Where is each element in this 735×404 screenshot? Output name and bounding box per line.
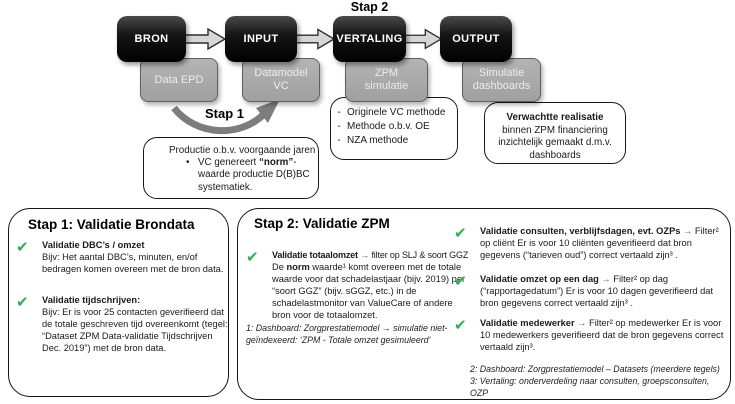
validation-item-omzet-dag: ✔ Validatie omzet op een dag → Filter² o… xyxy=(454,273,726,309)
flow-arrow-icon xyxy=(183,28,227,50)
dot-bullet: • xyxy=(186,157,190,169)
method-item: - Originele VC methode xyxy=(331,106,457,120)
artifact-box-datamodel-vc: Datamodel VC xyxy=(242,58,320,102)
stap1-validation-box: Stap 1: Validatie Brondata ✔ Validatie D… xyxy=(8,208,229,397)
validation-item-body: Validatie consulten, verblijfsdagen, evt… xyxy=(480,225,726,261)
realisation-box: Verwachtte realisatie binnen ZPM financi… xyxy=(484,102,626,164)
footnote-3: 3: Vertaling: onderverdeling naar consul… xyxy=(470,376,710,398)
productie-bullet-post: -waarde productie D(B)BC systematiek. xyxy=(198,157,310,193)
validation-item-label: Validatie consulten, verblijfsdagen, evt… xyxy=(480,226,684,236)
flow-arrow-icon xyxy=(402,28,443,50)
body-post: waarde¹ komt overeen met de totale waard… xyxy=(272,262,466,320)
validation-item-text: Validatie omzet op een dag → Filter² op … xyxy=(480,273,726,309)
validation-item-line1: filter op SLJ & soort GGZ xyxy=(369,250,469,260)
validation-item-body: Bijv: Het aantal DBC’s, minuten, en/of b… xyxy=(42,252,224,274)
footnote-2: 2: Dashboard: Zorgprestatiemodel – Datas… xyxy=(470,364,720,374)
body-pre: De xyxy=(272,262,287,272)
footnote-1: 1: Dashboard: Zorgprestatiemodel → simul… xyxy=(246,323,448,345)
flow-arrow-icon xyxy=(294,28,336,50)
method-item-label: Methode o.b.v. OE xyxy=(347,121,430,132)
validation-item-text: Validatie medewerker → Filter² op medewe… xyxy=(480,317,726,353)
artifact-box-data-epd-label: Data EPD xyxy=(154,73,204,86)
artifact-box-datamodel-vc-label: Datamodel VC xyxy=(254,67,308,92)
stage-box-vertaling: VERTALING xyxy=(333,16,406,62)
validation-item-text: Validatie consulten, verblijfsdagen, evt… xyxy=(480,225,726,261)
inline-arrow-icon: → xyxy=(683,226,693,236)
dash-bullet: - xyxy=(337,121,341,132)
validation-item-label: Validatie omzet op een dag xyxy=(480,274,602,284)
validation-item-consulten: ✔ Validatie consulten, verblijfsdagen, e… xyxy=(454,225,726,261)
check-icon: ✔ xyxy=(16,238,29,256)
validation-item-dbc-omzet: ✔ Validatie DBC’s / omzet Bijv: Het aant… xyxy=(16,239,224,275)
stage-box-vertaling-label: VERTALING xyxy=(336,33,403,45)
artifact-box-zpm-simulatie-label: ZPM simulatie xyxy=(364,67,409,92)
dash-bullet: - xyxy=(337,135,341,146)
stage-box-output-label: OUTPUT xyxy=(452,33,500,45)
inline-arrow-icon: → xyxy=(601,274,611,284)
validation-item-label: Validatie medewerker xyxy=(480,318,578,328)
check-icon: ✔ xyxy=(454,272,467,290)
inline-arrow-icon: → xyxy=(577,318,587,328)
stap2-box-title: Stap 2: Validatie ZPM xyxy=(254,216,390,231)
stap-2-label: Stap 2 xyxy=(350,0,389,14)
stage-box-input: INPUT xyxy=(225,16,297,62)
validation-item-label: Validatie DBC’s / omzet xyxy=(42,240,145,250)
method-item: - NZA methode xyxy=(331,134,457,148)
body-rest: Filter² op dag (“rapportagedatum”) Er is… xyxy=(480,274,714,308)
productie-bullet-pre: VC genereert xyxy=(198,157,259,169)
stap2-validation-box: Stap 2: Validatie ZPM ✔ Validatie totaal… xyxy=(237,208,731,400)
check-icon: ✔ xyxy=(454,224,467,242)
productie-bullet-item: • VC genereert “norm”-waarde productie D… xyxy=(186,157,316,194)
validation-item-tijdschrijven: ✔ Validatie tijdschrijven: Bijv: Er is v… xyxy=(16,294,228,354)
validation-item-text: Validatie DBC’s / omzet Bijv: Het aantal… xyxy=(42,239,224,275)
inline-arrow-icon: → xyxy=(360,250,370,260)
method-item: - Methode o.b.v. OE xyxy=(331,120,457,134)
validation-item-body: Bijv: Er is voor 25 contacten geverifiee… xyxy=(42,307,228,353)
realisation-rest-text: binnen ZPM financiering inzichtelijk gem… xyxy=(498,124,612,161)
dash-bullet: - xyxy=(337,107,341,118)
validation-item-text: Validatie totaalomzet → filter op SLJ & … xyxy=(272,249,469,321)
artifact-box-zpm-simulatie: ZPM simulatie xyxy=(345,58,428,102)
validation-item-label: Validatie tijdschrijven: xyxy=(42,295,141,305)
validation-item-label: Validatie totaalomzet xyxy=(272,250,361,260)
body-rest: Filter² op medewerker Er is voor 10 mede… xyxy=(480,318,724,352)
artifact-box-data-epd: Data EPD xyxy=(140,58,218,102)
validation-item-body: Validatie omzet op een dag → Filter² op … xyxy=(480,273,726,309)
realisation-bold-text: Verwachtte realisatie xyxy=(506,112,604,123)
productie-line1: Productie o.b.v. voorgaande jaren xyxy=(169,145,316,156)
curved-arrow-icon xyxy=(171,99,280,135)
artifact-box-simulatie-dashboards-label: Simulatie dashboards xyxy=(472,67,531,92)
stage-box-bron: BRON xyxy=(117,16,186,62)
check-icon: ✔ xyxy=(16,293,29,311)
method-item-label: Originele VC methode xyxy=(347,107,446,118)
stage-box-input-label: INPUT xyxy=(243,33,279,45)
productie-bullet-text: VC genereert “norm”-waarde productie D(B… xyxy=(198,157,316,194)
body-bold: norm xyxy=(286,262,310,272)
check-icon: ✔ xyxy=(454,316,467,334)
validation-item-text: Validatie tijdschrijven: Bijv: Er is voo… xyxy=(42,294,228,354)
validation-item-body: De norm waarde¹ komt overeen met de tota… xyxy=(272,261,466,321)
productie-box: Productie o.b.v. voorgaande jaren • VC g… xyxy=(143,137,319,199)
productie-bullet-bold: “norm” xyxy=(259,157,294,169)
body-rest: Filter² op cliënt Er is voor 10 cliënten… xyxy=(480,226,719,260)
validation-item-medewerker: ✔ Validatie medewerker → Filter² op mede… xyxy=(454,317,726,353)
artifact-box-simulatie-dashboards: Simulatie dashboards xyxy=(462,58,541,102)
check-icon: ✔ xyxy=(246,248,259,266)
method-item-label: NZA methode xyxy=(347,135,409,146)
stage-box-output: OUTPUT xyxy=(440,16,512,62)
validation-item-totaalomzet: ✔ Validatie totaalomzet → filter op SLJ … xyxy=(246,248,468,321)
stap1-box-title: Stap 1: Validatie Brondata xyxy=(28,217,195,232)
stap-1-label: Stap 1 xyxy=(205,106,245,121)
stage-box-bron-label: BRON xyxy=(134,33,169,45)
validation-item-body: Validatie medewerker → Filter² op medewe… xyxy=(480,317,726,353)
vertaling-methods-box: - Originele VC methode - Methode o.b.v. … xyxy=(330,97,458,160)
